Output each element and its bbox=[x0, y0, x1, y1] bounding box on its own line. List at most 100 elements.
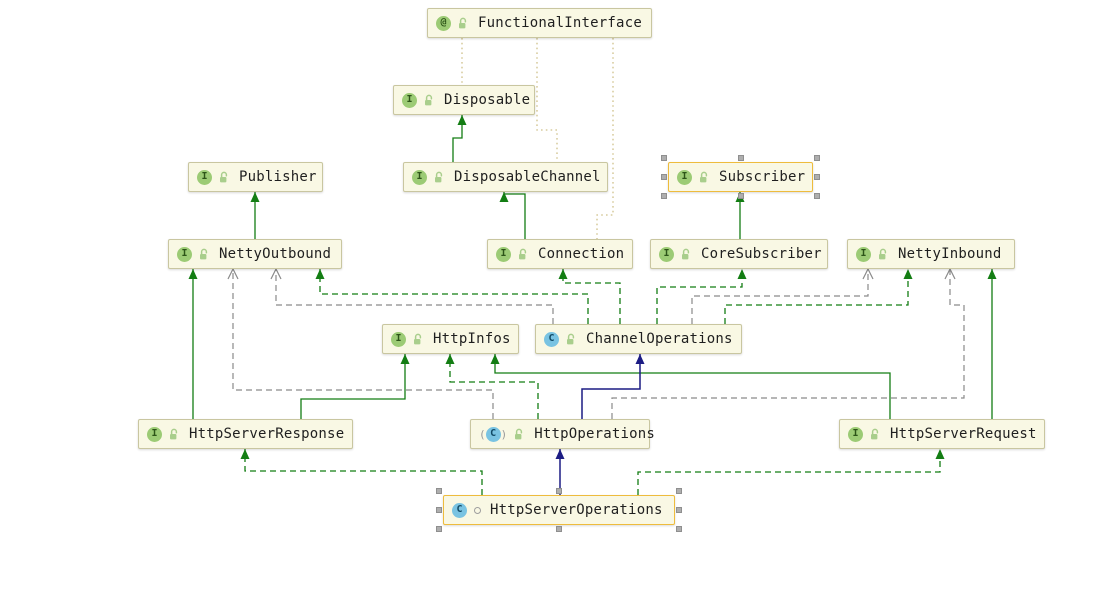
node-label: HttpServerRequest bbox=[890, 426, 1037, 442]
edge-HttpServerOperations-to-HttpServerRequest-implements bbox=[637, 449, 941, 495]
visibility-public bbox=[517, 248, 529, 261]
edge-HttpOperations-to-NettyInbound-dashed_gray bbox=[611, 269, 965, 419]
arrowhead-filled bbox=[400, 354, 410, 364]
arrowhead-open bbox=[270, 267, 282, 280]
visibility-public bbox=[565, 333, 577, 346]
edge-ChannelOperations-to-NettyInbound-implements bbox=[724, 269, 909, 324]
arrowhead-filled bbox=[457, 115, 467, 125]
public-lock-icon bbox=[200, 248, 208, 259]
visibility-package-icon bbox=[474, 506, 481, 514]
selection-handle[interactable] bbox=[661, 174, 667, 180]
arrowhead-filled bbox=[987, 269, 997, 279]
visibility-public bbox=[412, 333, 424, 346]
visibility-public bbox=[457, 17, 469, 30]
public-lock-icon bbox=[414, 333, 422, 344]
node-FunctionalInterface[interactable]: @FunctionalInterface bbox=[427, 8, 652, 38]
interface-icon: I bbox=[391, 331, 406, 347]
node-HttpInfos[interactable]: I HttpInfos bbox=[382, 324, 519, 354]
selection-handle[interactable] bbox=[737, 193, 744, 199]
class-icon: C bbox=[452, 502, 467, 518]
public-lock-icon bbox=[220, 171, 228, 182]
edge-DisposableChannel-to-Disposable-extends bbox=[452, 115, 463, 162]
selection-handle[interactable] bbox=[814, 193, 820, 199]
interface-icon: I bbox=[402, 92, 417, 108]
interface-icon: I bbox=[856, 246, 871, 262]
selection-handle[interactable] bbox=[737, 155, 744, 161]
arrowhead-filled bbox=[188, 269, 198, 279]
visibility-public bbox=[513, 428, 525, 441]
visibility-public bbox=[877, 248, 889, 261]
visibility-public bbox=[198, 248, 210, 261]
selection-handle[interactable] bbox=[814, 155, 820, 161]
public-lock-icon bbox=[515, 428, 523, 439]
edge-HttpOperations-to-NettyOutbound-dashed_gray bbox=[232, 269, 494, 419]
node-label: Publisher bbox=[239, 169, 317, 185]
selection-handle[interactable] bbox=[661, 193, 667, 199]
node-NettyInbound[interactable]: I NettyInbound bbox=[847, 239, 1015, 269]
node-label: CoreSubscriber bbox=[701, 246, 822, 262]
selection-handle[interactable] bbox=[436, 526, 442, 532]
visibility-public bbox=[218, 171, 230, 184]
arrowhead-filled bbox=[935, 449, 945, 459]
selection-handle[interactable] bbox=[676, 526, 682, 532]
interface-icon: I bbox=[147, 426, 162, 442]
node-label: HttpInfos bbox=[433, 331, 511, 347]
edge-FunctionalInterface-to-Connection-annotated bbox=[596, 38, 614, 239]
public-lock-icon bbox=[682, 248, 690, 259]
public-lock-icon bbox=[435, 171, 443, 182]
node-label: HttpOperations bbox=[534, 426, 656, 442]
node-label: Connection bbox=[538, 246, 625, 262]
visibility-public bbox=[698, 171, 710, 184]
selection-handle[interactable] bbox=[814, 174, 820, 180]
abstract-paren-right: ) bbox=[500, 427, 508, 441]
selection-handle[interactable] bbox=[436, 507, 442, 513]
node-HttpServerRequest[interactable]: I HttpServerRequest bbox=[839, 419, 1045, 449]
selection-handle[interactable] bbox=[676, 488, 682, 494]
selection-handle[interactable] bbox=[661, 155, 667, 161]
public-lock-icon bbox=[871, 428, 879, 439]
arrowhead-filled bbox=[558, 269, 568, 279]
arrowhead-filled bbox=[240, 449, 250, 459]
edge-FunctionalInterface-to-DisposableChannel-annotated bbox=[536, 38, 558, 162]
node-label: FunctionalInterface bbox=[478, 15, 642, 31]
edge-ChannelOperations-to-NettyInbound-dashed_gray bbox=[691, 269, 869, 324]
node-HttpOperations[interactable]: (C)HttpOperations bbox=[470, 419, 655, 449]
class-icon: C bbox=[544, 331, 559, 347]
selection-handle[interactable] bbox=[676, 507, 682, 513]
visibility-public bbox=[168, 428, 180, 441]
node-label: NettyInbound bbox=[898, 246, 1002, 262]
arrowhead-filled bbox=[737, 269, 747, 279]
public-lock-icon bbox=[879, 248, 887, 259]
arrowhead-filled bbox=[903, 269, 913, 279]
edge-HttpServerRequest-to-HttpInfos-extends bbox=[494, 354, 891, 419]
interface-icon: I bbox=[177, 246, 192, 262]
edge-HttpOperations-to-ChannelOperations-class_extends bbox=[581, 354, 641, 419]
arrowhead-filled bbox=[490, 354, 500, 364]
selection-handle[interactable] bbox=[556, 488, 562, 494]
selection-handle[interactable] bbox=[436, 488, 442, 494]
interface-icon: I bbox=[848, 426, 863, 442]
arrowhead-filled bbox=[635, 354, 645, 364]
arrowhead-filled bbox=[499, 192, 509, 202]
arrowhead-filled bbox=[445, 354, 455, 364]
public-lock-icon bbox=[170, 428, 178, 439]
arrowhead-filled bbox=[555, 449, 565, 459]
node-label: Subscriber bbox=[719, 169, 806, 185]
public-lock-icon bbox=[459, 17, 467, 28]
edge-ChannelOperations-to-NettyOutbound-dashed_gray bbox=[275, 269, 554, 324]
selection-handle[interactable] bbox=[556, 526, 562, 532]
arrowhead-open bbox=[227, 267, 239, 280]
arrowhead-open bbox=[862, 267, 874, 280]
